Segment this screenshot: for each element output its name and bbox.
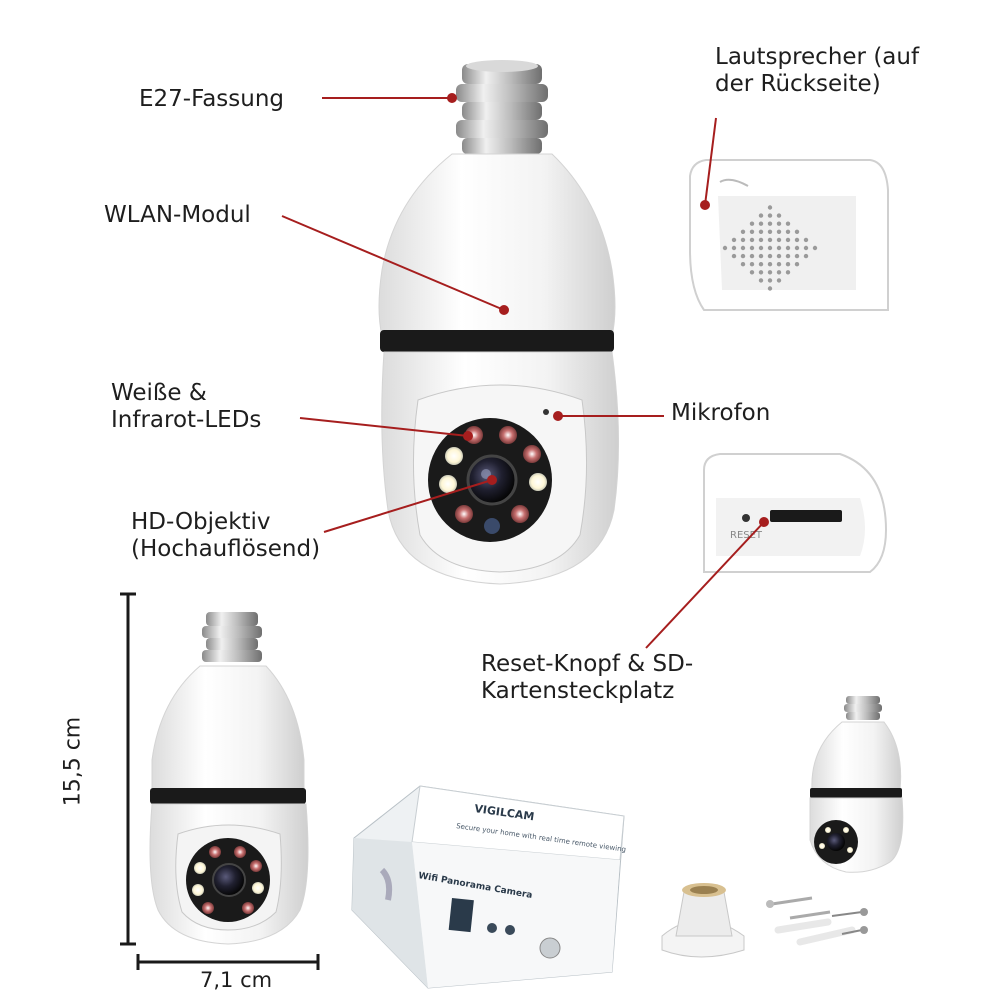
speaker-hole: [776, 262, 782, 267]
speaker-inset: [689, 159, 889, 311]
speaker-hole: [749, 221, 755, 226]
speaker-hole: [767, 213, 773, 218]
speaker-hole: [758, 262, 764, 267]
main-camera: [378, 60, 620, 585]
speaker-hole: [767, 221, 773, 226]
label-leds: Weiße & Infrarot-LEDs: [111, 380, 262, 433]
speaker-hole: [758, 213, 764, 218]
speaker-hole: [794, 229, 800, 234]
speaker-hole: [767, 229, 773, 234]
speaker-hole: [776, 229, 782, 234]
speaker-hole: [776, 278, 782, 283]
speaker-hole: [740, 253, 746, 259]
speaker-hole: [812, 245, 818, 251]
size-view-camera: [149, 612, 309, 945]
speaker-hole: [794, 262, 800, 267]
speaker-hole: [767, 245, 773, 251]
speaker-hole: [731, 237, 737, 243]
screws-and-anchors: [766, 896, 868, 946]
speaker-hole: [758, 221, 764, 226]
speaker-hole: [740, 229, 746, 234]
speaker-hole: [767, 286, 773, 291]
packaging-box: VIGILCAM Secure your home with real time…: [351, 785, 626, 989]
height-dimension-line: [120, 592, 136, 946]
speaker-hole: [749, 262, 755, 267]
microphone-hole: [543, 409, 549, 415]
speaker-hole: [767, 278, 773, 283]
label-reset-sd: Reset-Knopf & SD- Kartensteckplatz: [481, 651, 694, 704]
speaker-hole: [776, 221, 782, 226]
speaker-grille-icon: [722, 205, 818, 291]
speaker-hole: [749, 229, 755, 234]
camera-upper-body: [378, 153, 616, 337]
speaker-hole: [767, 270, 773, 275]
small-camera-right: [809, 696, 904, 873]
speaker-hole: [776, 245, 782, 251]
speaker-hole: [785, 221, 791, 226]
speaker-hole: [731, 253, 737, 259]
speaker-hole: [767, 237, 773, 243]
label-hd-lens: HD-Objektiv (Hochauflösend): [131, 509, 321, 562]
speaker-hole: [740, 262, 746, 267]
speaker-hole: [785, 262, 791, 267]
speaker-hole: [767, 262, 773, 267]
speaker-hole: [803, 245, 809, 251]
speaker-hole: [794, 253, 800, 259]
led-array: [439, 426, 547, 523]
speaker-hole: [803, 253, 809, 259]
speaker-hole: [758, 237, 764, 243]
speaker-hole: [749, 270, 755, 275]
speaker-hole: [740, 237, 746, 243]
label-microphone: Mikrofon: [671, 400, 771, 426]
speaker-hole: [758, 270, 764, 275]
socket-adapter: [661, 883, 745, 958]
width-dimension-line: [136, 954, 320, 970]
label-wlan-module: WLAN-Modul: [104, 202, 251, 228]
speaker-hole: [758, 229, 764, 234]
speaker-hole: [758, 245, 764, 251]
speaker-hole: [785, 245, 791, 251]
speaker-hole: [776, 237, 782, 243]
speaker-hole: [803, 237, 809, 243]
speaker-hole: [785, 237, 791, 243]
speaker-hole: [776, 213, 782, 218]
sd-slot-icon: [770, 510, 842, 522]
e27-socket: [456, 60, 548, 154]
speaker-hole: [758, 278, 764, 283]
label-e27-socket: E27-Fassung: [139, 86, 285, 112]
speaker-hole: [749, 245, 755, 251]
reset-sd-inset: RESET: [703, 453, 888, 573]
speaker-hole: [731, 245, 737, 251]
speaker-hole: [794, 245, 800, 251]
speaker-hole: [749, 253, 755, 259]
speaker-hole: [722, 245, 728, 251]
sensor-icon: [484, 518, 500, 534]
reset-button-icon: [742, 514, 750, 522]
speaker-hole: [785, 253, 791, 259]
speaker-hole: [767, 205, 773, 210]
speaker-hole: [767, 253, 773, 259]
speaker-hole: [758, 253, 764, 259]
speaker-hole: [776, 270, 782, 275]
label-speaker: Lautsprecher (auf der Rückseite): [715, 44, 920, 97]
callout-lines: [281, 93, 769, 649]
body-seam: [380, 330, 614, 352]
speaker-hole: [785, 229, 791, 234]
speaker-hole: [740, 245, 746, 251]
speaker-hole: [785, 270, 791, 275]
dimension-width-label: 7,1 cm: [200, 968, 273, 992]
dimension-height-label: 15,5 cm: [60, 716, 86, 807]
speaker-hole: [776, 253, 782, 259]
speaker-hole: [749, 237, 755, 243]
reset-marking: RESET: [730, 530, 763, 541]
speaker-hole: [794, 237, 800, 243]
